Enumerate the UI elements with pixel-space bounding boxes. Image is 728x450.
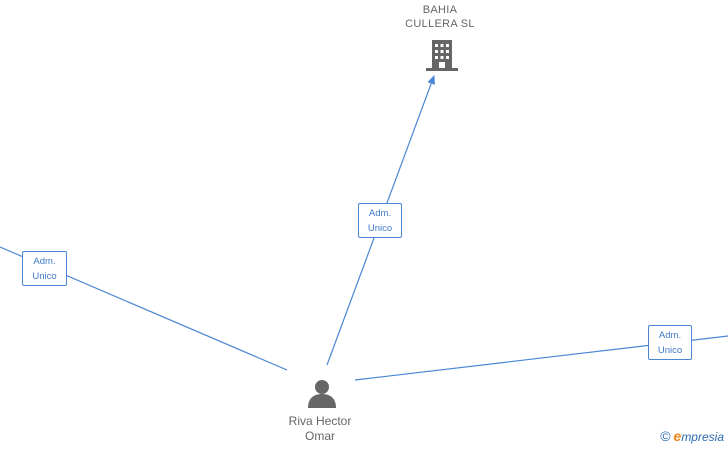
person-icon[interactable] bbox=[308, 380, 336, 408]
edge-label-right[interactable]: Adm. Unico bbox=[648, 325, 692, 360]
person-node-label[interactable]: Riva Hector Omar bbox=[270, 414, 370, 444]
edge-label-company-line1: Adm. bbox=[368, 208, 392, 219]
edge-label-right-line1: Adm. bbox=[658, 330, 682, 341]
company-name-line2: CULLERA SL bbox=[405, 18, 475, 30]
brand-logo: ©empresia bbox=[660, 428, 724, 444]
building-icon[interactable] bbox=[426, 40, 458, 71]
person-name-line1: Riva Hector bbox=[288, 414, 352, 428]
edge-label-left-line2: Unico bbox=[32, 271, 57, 282]
brand-name: mpresia bbox=[681, 430, 724, 444]
company-node-label[interactable]: BAHIA CULLERA SL bbox=[390, 3, 490, 31]
brand-initial: e bbox=[673, 428, 682, 444]
edge-label-company-line2: Unico bbox=[367, 223, 393, 234]
person-name-line2: Omar bbox=[305, 429, 335, 443]
edge-label-left-line1: Adm. bbox=[33, 256, 56, 267]
edge-label-company[interactable]: Adm. Unico bbox=[358, 203, 402, 238]
edge-label-left[interactable]: Adm. Unico bbox=[22, 251, 67, 286]
edge-label-right-line2: Unico bbox=[657, 345, 683, 356]
copyright-symbol: © bbox=[660, 428, 671, 444]
company-name-line1: BAHIA bbox=[422, 4, 458, 16]
